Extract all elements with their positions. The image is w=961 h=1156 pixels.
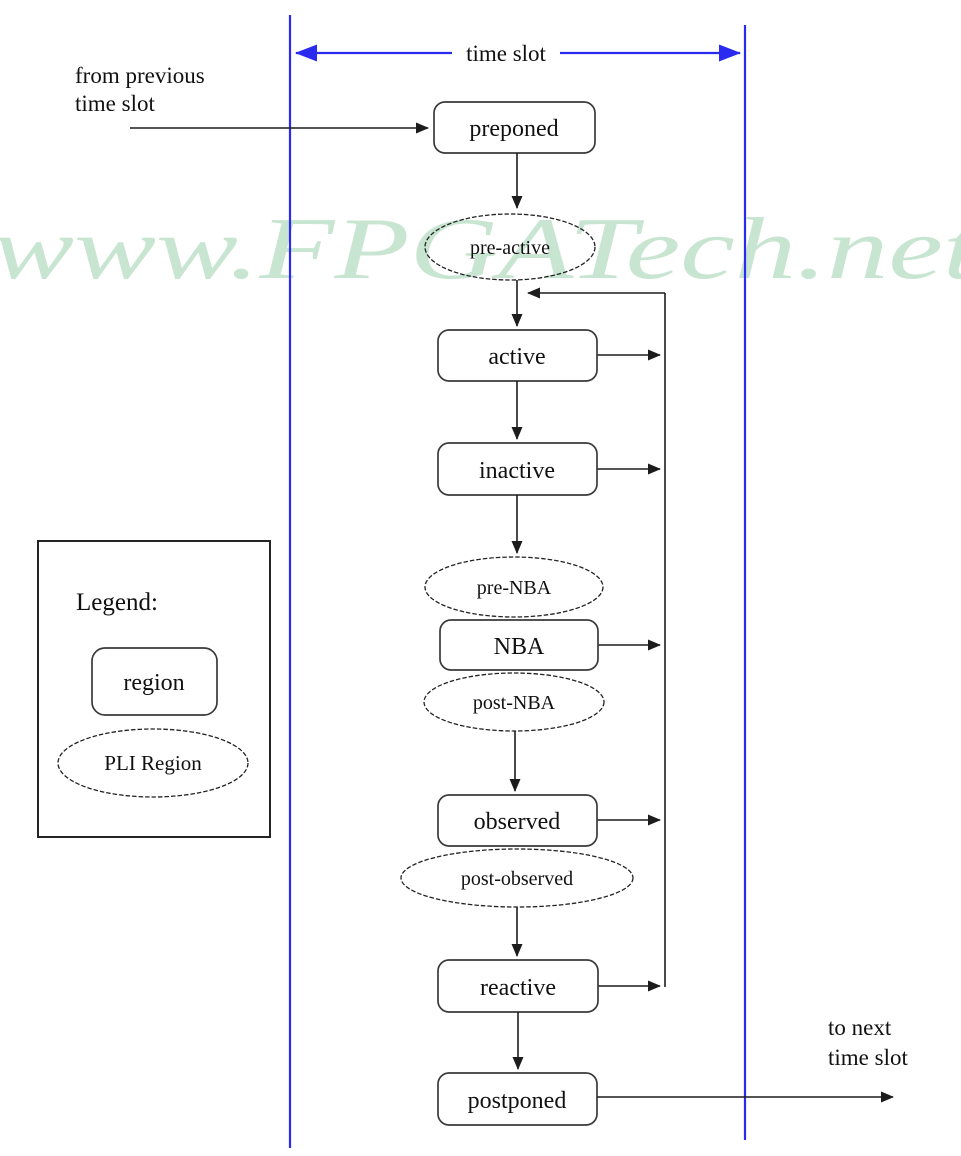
region-reactive: reactive [437, 959, 599, 1013]
post-observed-label: post-observed [461, 868, 573, 890]
legend-title: Legend: [76, 589, 158, 616]
region-inactive: inactive [437, 442, 598, 496]
pre-nba-label: pre-NBA [477, 577, 552, 599]
post-nba-ellipse [423, 672, 605, 732]
pre-active-ellipse [424, 213, 596, 281]
to-next-annotation: to next time slot [597, 1015, 908, 1103]
legend-region-label: region [123, 670, 184, 696]
legend-pli-ellipse [57, 728, 249, 798]
inactive-label: inactive [479, 458, 555, 484]
region-pre-nba: pre-NBA [424, 556, 604, 618]
pre-active-label: pre-active [470, 237, 550, 259]
observed-box [437, 794, 598, 847]
postponed-box [437, 1072, 598, 1126]
observed-label: observed [474, 809, 561, 835]
region-post-observed: post-observed [400, 848, 634, 908]
region-preponed: preponed [433, 101, 596, 154]
preponed-box [433, 101, 596, 154]
watermark-text: www.FPGATech.net [0, 201, 961, 298]
reactive-label: reactive [480, 975, 556, 1001]
nba-label: NBA [494, 634, 545, 660]
from-previous-label-line2: time slot [75, 91, 155, 116]
legend: Legend: region PLI Region [37, 540, 271, 838]
region-post-nba: post-NBA [423, 672, 605, 732]
pre-nba-ellipse [424, 556, 604, 618]
post-nba-label: post-NBA [473, 692, 556, 714]
to-next-label-line1: to next [828, 1015, 892, 1040]
timeslot-label: time slot [466, 41, 546, 66]
active-label: active [488, 344, 545, 370]
region-pre-active: pre-active [424, 213, 596, 281]
region-nba: NBA [439, 619, 599, 671]
region-active: active [437, 329, 598, 382]
from-previous-label-line1: from previous [75, 63, 205, 88]
legend-pli-label: PLI Region [104, 751, 202, 775]
legend-region-box [91, 647, 218, 716]
feedback-loop [527, 287, 666, 992]
preponed-label: preponed [469, 116, 558, 142]
region-observed: observed [437, 794, 598, 847]
region-postponed: postponed [437, 1072, 598, 1126]
to-next-label-line2: time slot [828, 1045, 908, 1070]
timeslot-measure: time slot [295, 41, 741, 66]
postponed-label: postponed [468, 1088, 567, 1114]
from-previous-annotation: from previous time slot [75, 63, 429, 134]
legend-frame [37, 540, 271, 838]
nba-box [439, 619, 599, 671]
